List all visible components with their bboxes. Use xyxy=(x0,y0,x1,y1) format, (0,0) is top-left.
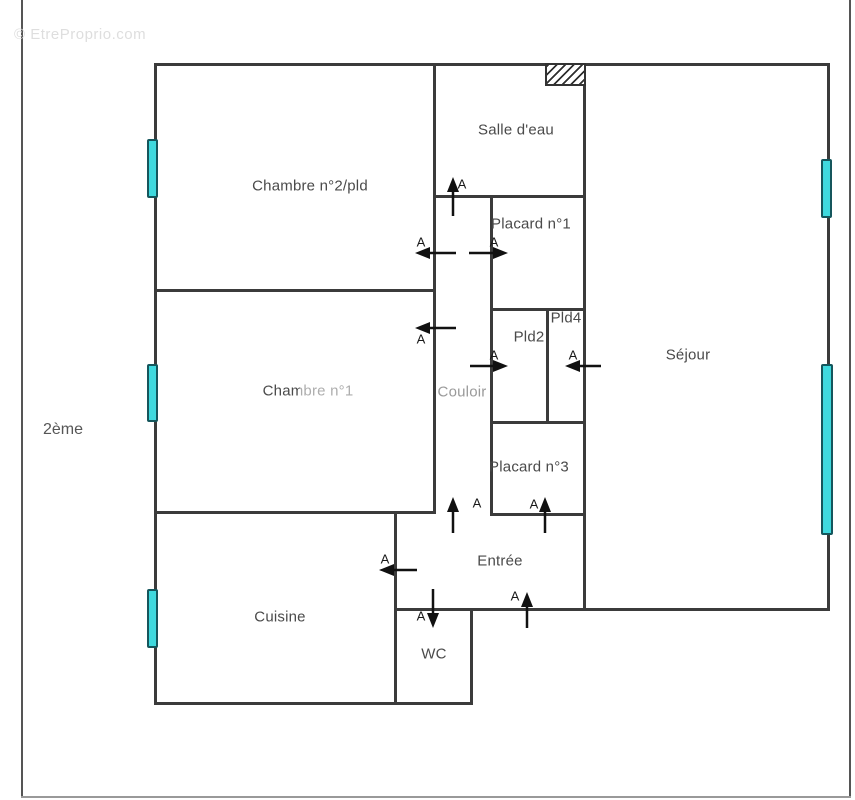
wall-bottom-left xyxy=(154,702,473,705)
window-left-3 xyxy=(147,589,158,648)
window-right-1 xyxy=(821,159,832,218)
watermark-smear xyxy=(300,381,372,401)
wall-pld-bottom xyxy=(490,421,586,424)
door-marker-pld4: A xyxy=(568,347,578,363)
door-arrow-couloir-entree xyxy=(447,497,459,533)
door-marker-chambre2: A xyxy=(416,234,426,250)
room-label-placard3: Placard n°3 xyxy=(489,458,569,476)
door-marker-entree-front: A xyxy=(510,588,520,604)
room-label-sejour: Séjour xyxy=(665,346,711,364)
room-label-entree: Entrée xyxy=(477,552,523,570)
room-label-wc: WC xyxy=(421,645,447,663)
door-marker-cuisine: A xyxy=(380,551,390,567)
wall-salle-deau-bottom xyxy=(433,195,586,198)
window-left-1 xyxy=(147,139,158,198)
wall-chambre1-cuisine xyxy=(154,511,436,514)
wall-bottom-right xyxy=(394,608,830,611)
floor-level-label: 2ème xyxy=(42,421,84,438)
room-label-salle-deau: Salle d'eau xyxy=(478,121,554,139)
door-marker-placard3: A xyxy=(529,496,539,512)
door-marker-placard1: A xyxy=(489,234,499,250)
door-arrow-placard1 xyxy=(469,247,508,259)
wall-placard3-bottom xyxy=(490,513,586,516)
wall-pld-divider xyxy=(546,308,549,424)
room-label-placard1: Placard n°1 xyxy=(491,215,571,233)
door-marker-wc: A xyxy=(416,608,426,624)
wall-cuisine-right xyxy=(394,511,397,705)
door-marker-salle-deau: A xyxy=(457,176,467,192)
room-label-pld4: Pld4 xyxy=(550,309,582,327)
window-left-2 xyxy=(147,364,158,422)
room-label-pld2: Pld2 xyxy=(513,328,545,346)
frame-right xyxy=(849,0,851,798)
watermark-text: © EtreProprio.com xyxy=(14,26,147,43)
wall-placard1-bottom xyxy=(490,308,586,311)
door-marker-pld2: A xyxy=(489,347,499,363)
wall-right xyxy=(827,63,830,611)
window-right-2 xyxy=(821,364,833,535)
room-label-cuisine: Cuisine xyxy=(254,608,306,626)
frame-bottom xyxy=(21,796,851,798)
wall-couloir-right xyxy=(490,195,493,516)
room-label-chambre2: Chambre n°2/pld xyxy=(252,177,368,195)
room-label-couloir: Couloir xyxy=(437,383,487,401)
wall-sejour-left xyxy=(583,63,586,611)
wall-couloir-left xyxy=(433,63,436,513)
door-marker-chambre1: A xyxy=(416,331,426,347)
frame-left xyxy=(21,0,23,798)
wall-top xyxy=(154,63,830,66)
chimney-hatch xyxy=(545,63,586,86)
wall-wc-right xyxy=(470,608,473,705)
wall-chambre-divider xyxy=(154,289,436,292)
door-marker-couloir-entree: A xyxy=(472,495,482,511)
